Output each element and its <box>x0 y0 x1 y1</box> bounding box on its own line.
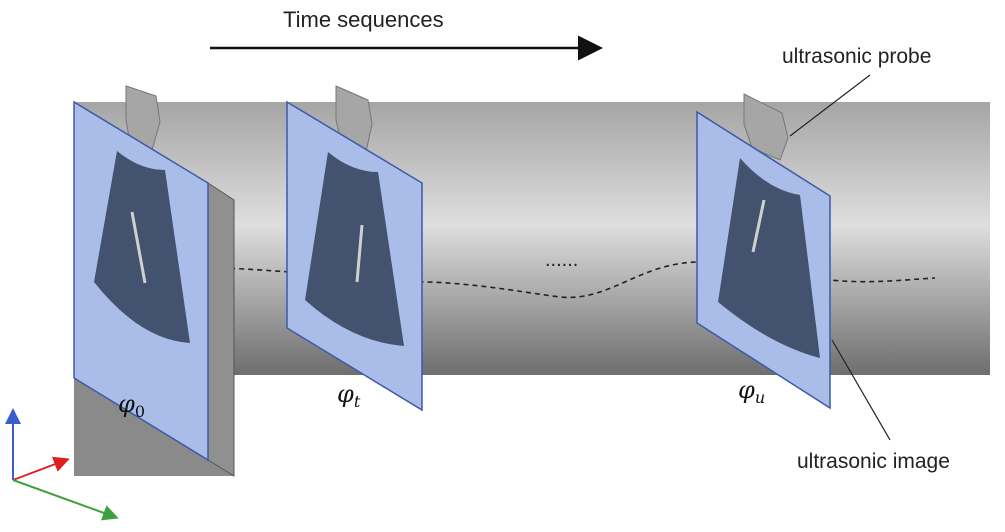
phi-u-subscript: u <box>755 388 765 407</box>
xyz-axes-icon <box>5 408 119 521</box>
needle-t <box>355 224 364 283</box>
probe-callout-line <box>789 74 871 137</box>
needle-u <box>751 199 766 253</box>
phi-0-label: φ0 <box>118 390 145 421</box>
axis-green <box>12 479 119 521</box>
phi-u-symbol: φ <box>738 376 755 404</box>
phi-t-subscript: t <box>354 392 361 411</box>
image-callout-line <box>831 339 891 441</box>
image-frame-u <box>696 93 831 410</box>
ultrasonic-probe-label: ultrasonic probe <box>782 45 931 68</box>
image-frame-0-side <box>207 182 235 477</box>
phi-t-symbol: φ <box>337 380 354 408</box>
ultrasonic-image-label: ultrasonic image <box>797 450 950 473</box>
probe-u-icon <box>743 93 789 161</box>
needle-0 <box>130 211 147 284</box>
image-frame-0 <box>73 85 235 477</box>
phi-u-label: φu <box>738 376 765 407</box>
ultrasound-sector-u <box>718 158 820 358</box>
ultrasound-sector-t <box>305 152 404 346</box>
ellipsis-label: ...... <box>545 249 578 271</box>
ultrasound-sector-0 <box>94 151 190 343</box>
axis-red <box>12 456 70 481</box>
image-frame-t <box>286 85 423 412</box>
phi-t-label: φt <box>337 380 361 411</box>
phi-0-symbol: φ <box>118 390 135 418</box>
phi-0-subscript: 0 <box>135 402 145 421</box>
time-sequences-label: Time sequences <box>283 7 444 32</box>
